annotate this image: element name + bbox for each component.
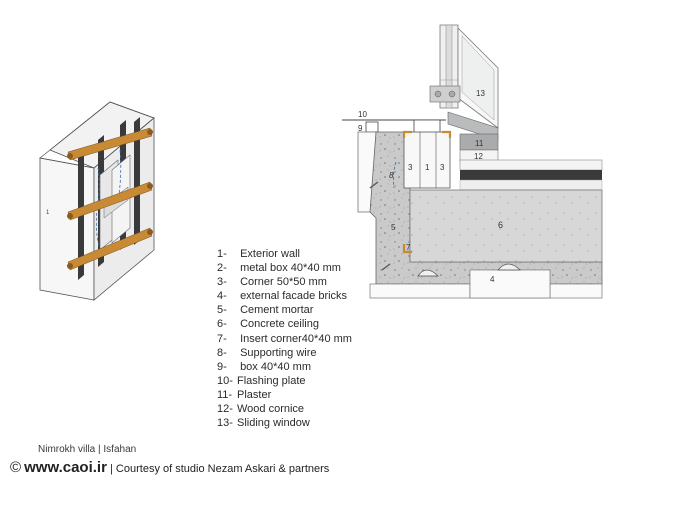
site-link[interactable]: www.caoi.ir bbox=[24, 459, 107, 476]
callout-11: 11 bbox=[475, 139, 484, 148]
legend-item: 5- Cement mortar bbox=[217, 304, 314, 317]
callout-9: 9 bbox=[358, 124, 363, 133]
callout-8: 8 bbox=[389, 171, 394, 180]
callout-7: 7 bbox=[406, 243, 411, 252]
legend-item: 2- metal box 40*40 mm bbox=[217, 262, 341, 275]
legend-item: 3- Corner 50*50 mm bbox=[217, 276, 327, 289]
callout-6: 6 bbox=[498, 220, 503, 230]
callout-5: 5 bbox=[391, 223, 396, 232]
legend-item: 4- external facade bricks bbox=[217, 290, 348, 303]
isometric-wall: 1 bbox=[39, 101, 155, 301]
callout-1-iso: 1 bbox=[46, 210, 50, 216]
legend-item: 13-Sliding window bbox=[217, 417, 310, 430]
legend-item: 7- Insert corner40*40 mm bbox=[217, 332, 352, 345]
legend-item: 12-Wood cornice bbox=[217, 403, 305, 416]
callout-10: 10 bbox=[358, 110, 367, 119]
legend-item: 9- box 40*40 mm bbox=[217, 360, 311, 373]
callout-12: 12 bbox=[474, 152, 483, 161]
credit-line: © www.caoi.ir | Courtesy of studio Nezam… bbox=[10, 459, 329, 476]
legend-item: 1- Exterior wall bbox=[217, 248, 300, 260]
callout-13: 13 bbox=[476, 89, 485, 98]
legend-list: 1- Exterior wall 2- metal box 40*40 mm 3… bbox=[217, 247, 352, 430]
legend-item: 10-Flashing plate bbox=[217, 374, 306, 387]
legend-item: 8- Supporting wire bbox=[217, 346, 317, 359]
callout-1b: 1 bbox=[425, 163, 430, 172]
callout-3b: 3 bbox=[440, 163, 445, 172]
callout-3a: 3 bbox=[408, 163, 413, 172]
section-detail: 13 11 12 10 9 6 3 1 3 bbox=[342, 24, 603, 299]
project-location: Nimrokh villa | Isfahan bbox=[38, 444, 137, 455]
credit-separator: | bbox=[110, 463, 113, 475]
copyright-icon: © bbox=[10, 459, 22, 476]
courtesy-text: Courtesy of studio Nezam Askari & partne… bbox=[115, 463, 330, 475]
callout-4: 4 bbox=[490, 275, 495, 284]
legend-item: 11-Plaster bbox=[217, 388, 272, 401]
legend-item: 6- Concrete ceiling bbox=[217, 318, 319, 331]
